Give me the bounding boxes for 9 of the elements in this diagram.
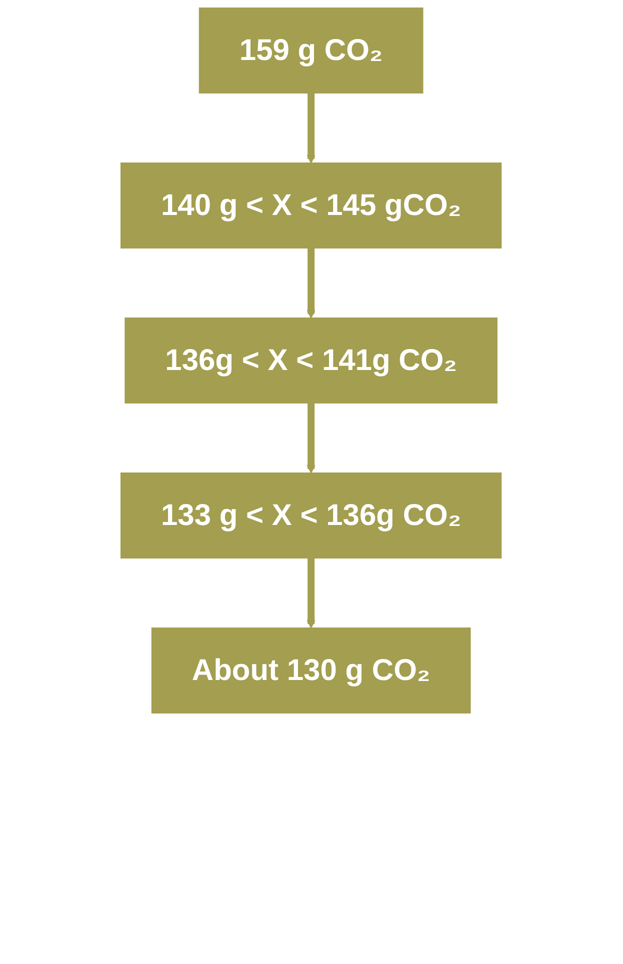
node-box: 159 g CO₂ xyxy=(199,8,424,94)
node-box: 136g < X < 141g CO₂ xyxy=(125,318,498,404)
arrow xyxy=(307,403,316,474)
node-box: 140 g < X < 145 gCO₂ xyxy=(120,162,502,248)
node-box: About 130 g CO₂ xyxy=(152,628,472,714)
arrow xyxy=(307,248,316,318)
arrow xyxy=(307,558,316,628)
node-box: 133 g < X < 136g CO₂ xyxy=(120,472,502,558)
arrow xyxy=(307,93,316,164)
